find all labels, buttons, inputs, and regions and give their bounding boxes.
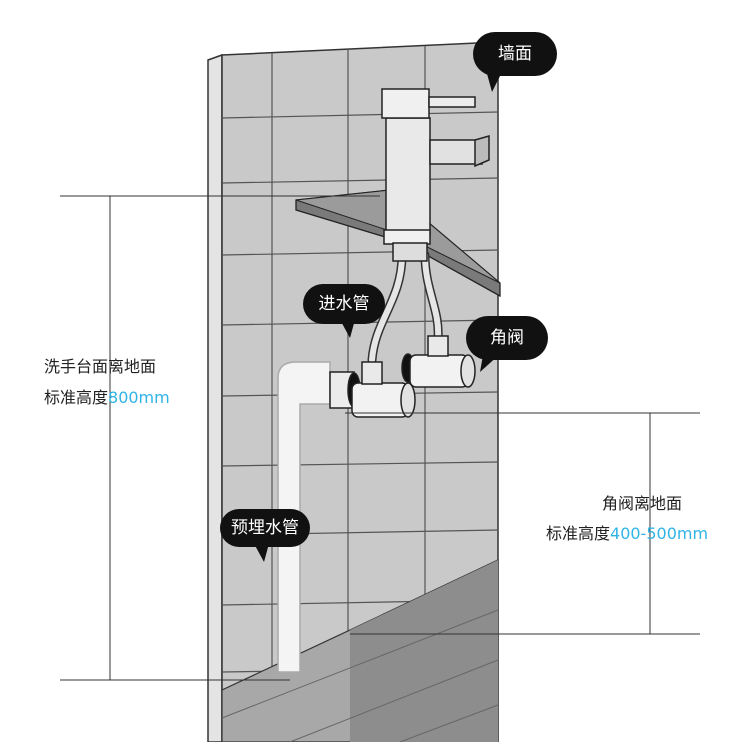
countertop-top (295, 189, 501, 284)
basin-height-prefix: 标准高度 (44, 388, 109, 407)
faucet-connector (392, 242, 428, 262)
wall-edge (207, 53, 223, 743)
floor-grid (221, 609, 499, 743)
wall-callout: 墙面 (473, 32, 557, 76)
embedded-pipe-callout: 预埋水管 (220, 509, 310, 547)
floor-shadow (350, 560, 498, 742)
angle-valve-left (329, 361, 416, 418)
basin-height-value: 800mm (108, 388, 170, 407)
valve-height-prefix: 标准高度 (546, 524, 611, 543)
faucet (381, 88, 490, 245)
basin-height-standard: 标准高度800mm (44, 384, 170, 408)
valve-height-standard: 标准高度400-500mm (546, 520, 708, 544)
inlet-pipe-callout: 进水管 (303, 284, 385, 324)
basin-height-label: 洗手台面离地面 (44, 357, 157, 376)
angle-valve-right (401, 335, 476, 388)
angle-valve-callout: 角阀 (466, 316, 548, 360)
dimension-lines (60, 195, 700, 681)
valve-height-value: 400-500mm (610, 524, 709, 543)
embedded-pipe (277, 361, 331, 673)
valve-height-label: 角阀离地面 (602, 494, 683, 513)
